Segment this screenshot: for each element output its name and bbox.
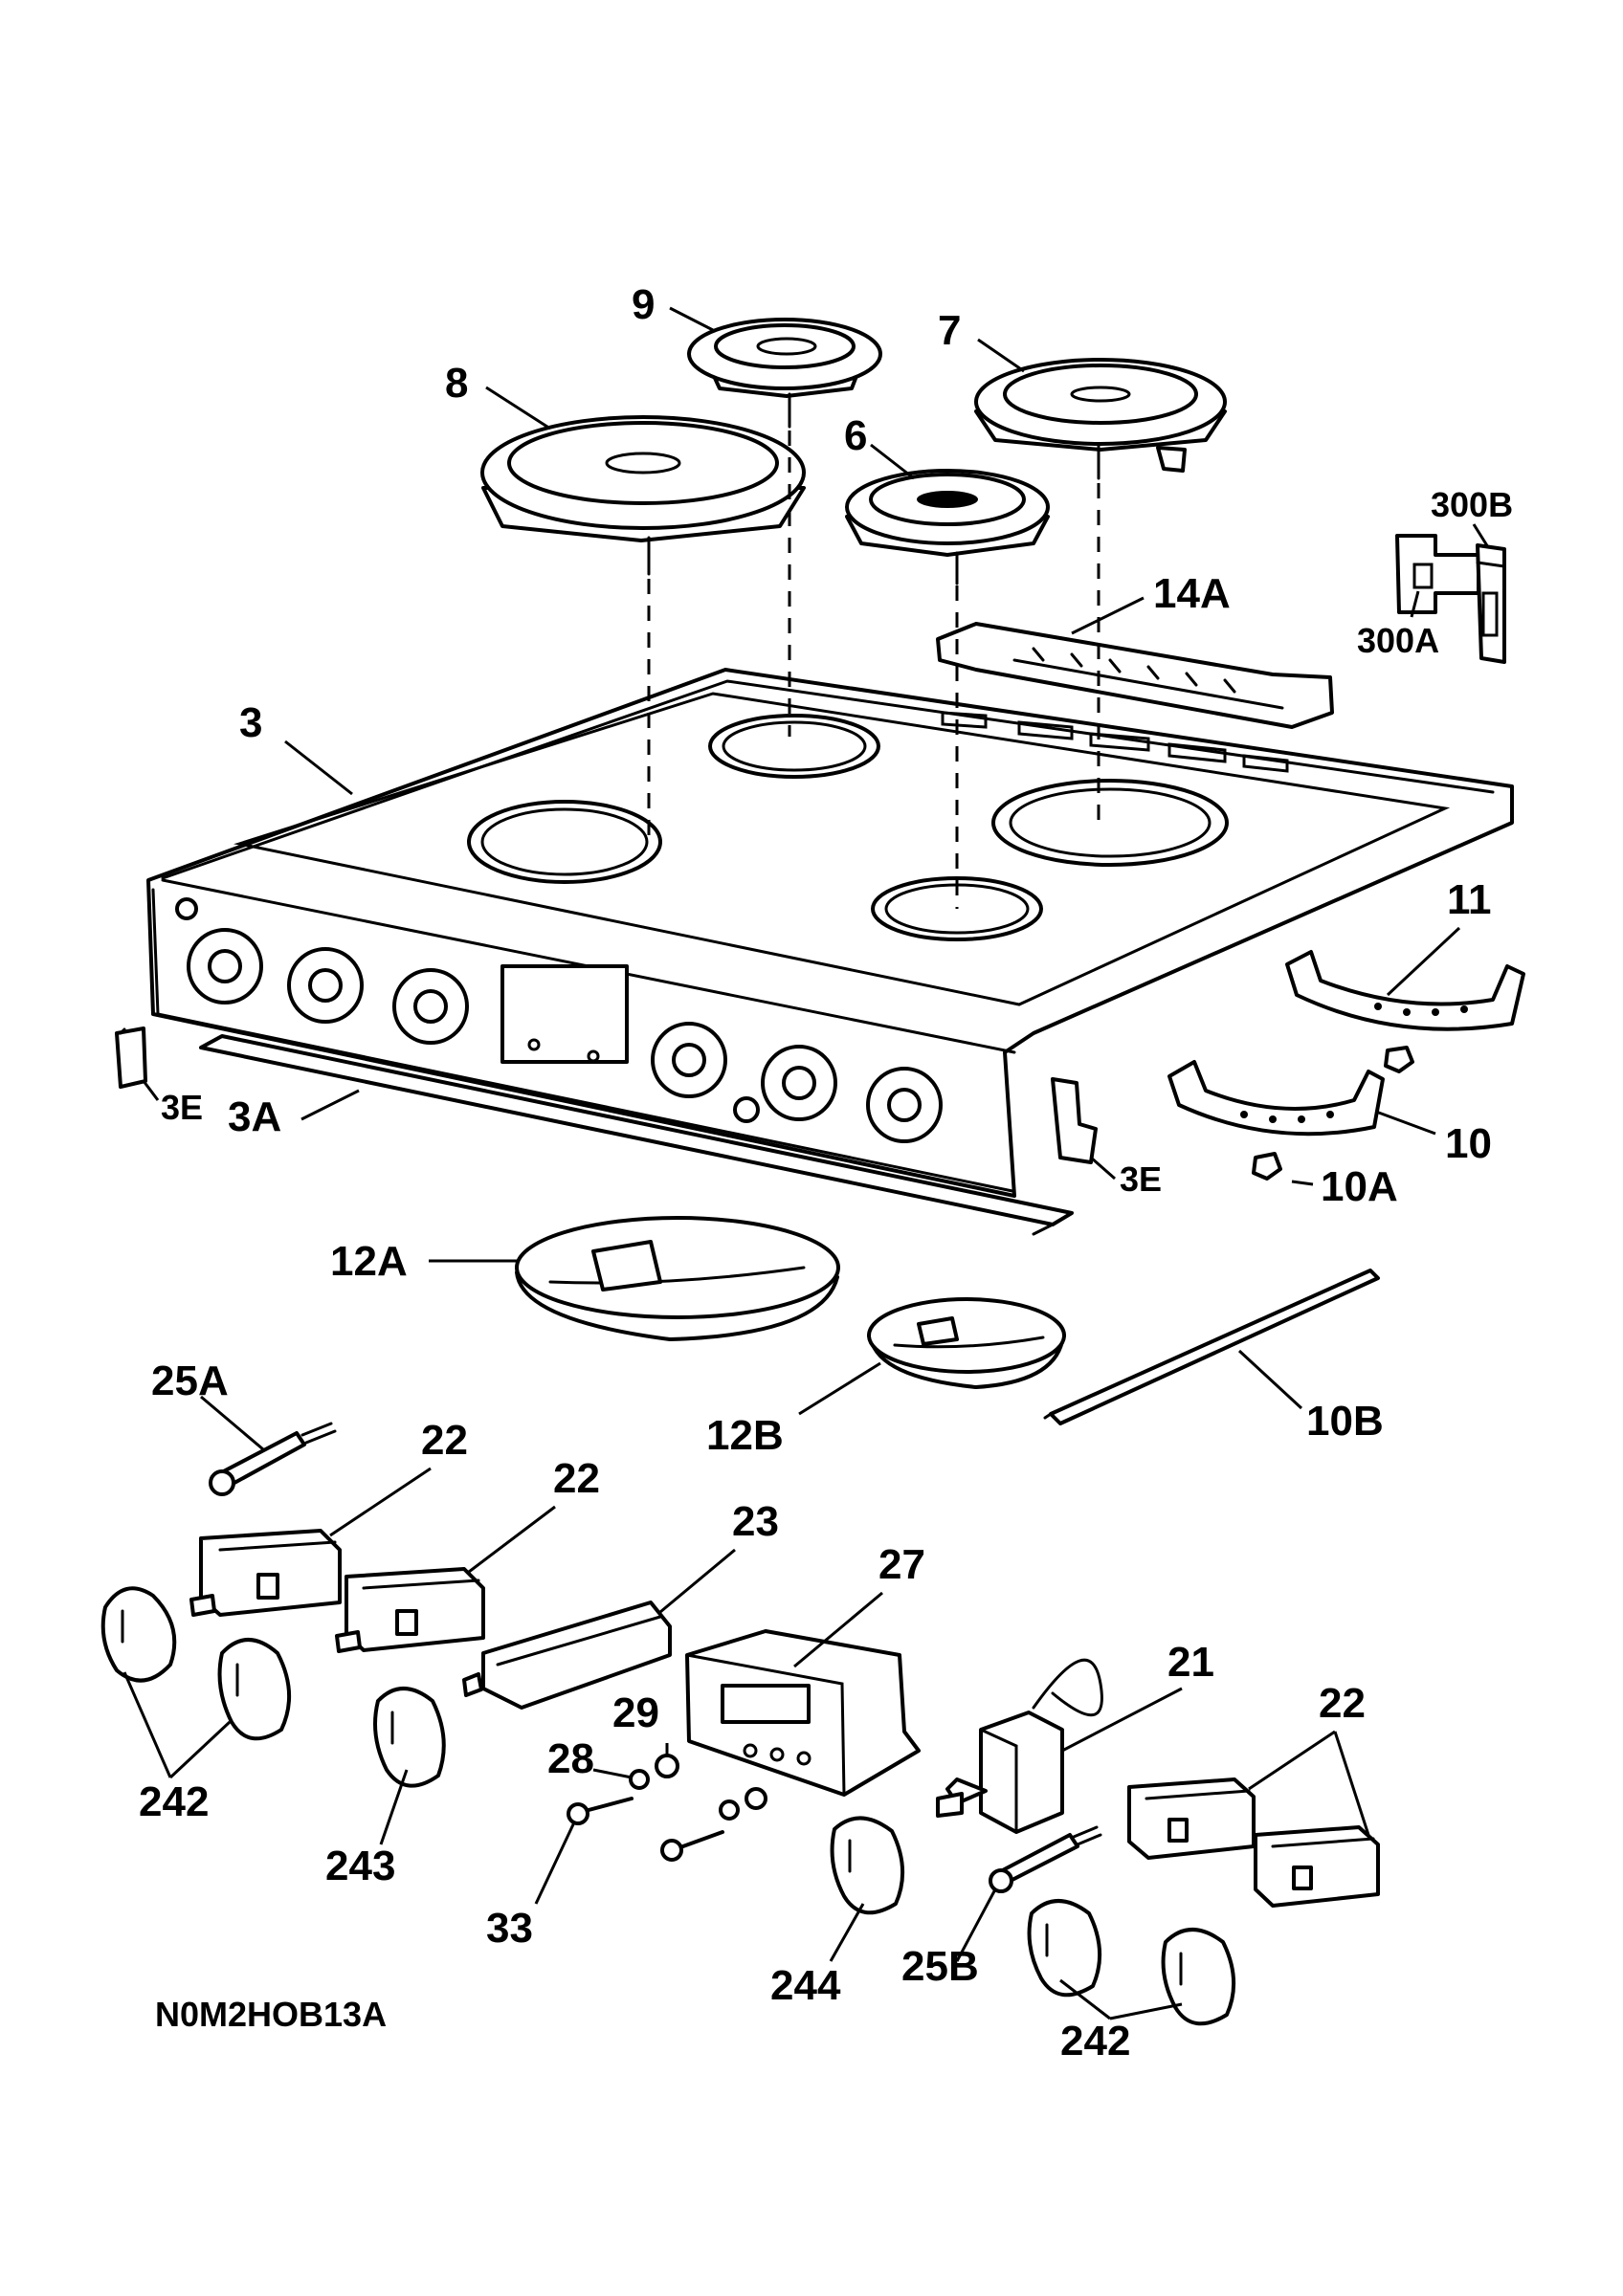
- bracket-10: [1167, 1060, 1385, 1181]
- screw-33: [567, 1797, 724, 1862]
- regulator-21: [936, 1658, 1103, 1834]
- knob-242-right-a: [1027, 1899, 1102, 1998]
- knob-242-right-b: [1161, 1928, 1236, 2026]
- bracket-300b: [1476, 543, 1506, 664]
- hotplate-9: [687, 318, 882, 429]
- strip-10b: [1043, 1269, 1380, 1425]
- alignment-lines: [647, 430, 1101, 909]
- label-33: 33: [486, 1905, 533, 1952]
- bracket-11: [1285, 950, 1525, 1073]
- label-3e-left: 3E: [161, 1088, 203, 1127]
- hotplate-6: [845, 469, 1050, 585]
- label-12b: 12B: [706, 1412, 784, 1459]
- bracket-300a: [1395, 534, 1480, 614]
- label-11: 11: [1447, 876, 1492, 923]
- lamp-25b: [989, 1825, 1102, 1893]
- switch-22-left-a: [189, 1529, 342, 1617]
- label-3a: 3A: [228, 1093, 281, 1140]
- label-29: 29: [612, 1689, 659, 1736]
- label-14a: 14A: [1153, 570, 1231, 617]
- label-7: 7: [938, 307, 961, 354]
- spacer-28: [629, 1769, 740, 1821]
- timer-27: [685, 1629, 921, 1797]
- label-300b: 300B: [1431, 485, 1513, 524]
- leader-lines: [122, 306, 1490, 2020]
- knob-244: [830, 1816, 905, 1915]
- clip-3e-right: [1051, 1077, 1098, 1164]
- label-10b: 10B: [1306, 1398, 1384, 1445]
- hob-top-3: [146, 668, 1514, 1198]
- label-25b: 25B: [901, 1943, 979, 1990]
- label-243: 243: [325, 1843, 395, 1889]
- label-12a: 12A: [330, 1238, 408, 1285]
- label-23: 23: [732, 1498, 779, 1545]
- drip-bowl-12a: [515, 1216, 840, 1341]
- part-labels: 9 7 8 6 300B 14A 300A 3 11 3E 3A 10 3E 1…: [139, 281, 1513, 2064]
- lamp-25a: [209, 1422, 337, 1496]
- label-242-left: 242: [139, 1778, 209, 1825]
- label-300a: 300A: [1357, 621, 1439, 660]
- switch-22-right-b: [1254, 1825, 1380, 1908]
- switch-22-left-b: [335, 1567, 485, 1653]
- label-244: 244: [770, 1962, 841, 2009]
- switch-22-right-a: [1127, 1777, 1256, 1860]
- label-10: 10: [1445, 1120, 1492, 1167]
- label-3e-right: 3E: [1120, 1159, 1162, 1199]
- label-22-b: 22: [553, 1455, 600, 1502]
- drip-bowl-12b: [867, 1297, 1066, 1389]
- label-25a: 25A: [151, 1358, 229, 1404]
- clip-3e-left: [115, 1027, 147, 1089]
- label-22-c: 22: [1319, 1680, 1366, 1727]
- knob-242-left-a: [100, 1586, 177, 1683]
- label-21: 21: [1167, 1639, 1214, 1686]
- label-242-right: 242: [1060, 2018, 1130, 2064]
- label-22-a: 22: [421, 1417, 468, 1464]
- strip-3a: [199, 1034, 1074, 1236]
- knob-243: [373, 1687, 446, 1788]
- hotplate-8: [480, 415, 806, 576]
- drawing-code: N0M2HOB13A: [155, 1995, 387, 2034]
- label-28: 28: [547, 1735, 594, 1782]
- label-27: 27: [878, 1541, 925, 1588]
- label-6: 6: [844, 412, 867, 459]
- label-10a: 10A: [1321, 1163, 1398, 1210]
- label-9: 9: [632, 281, 655, 328]
- hotplate-7: [974, 358, 1227, 480]
- thermostat-23: [462, 1601, 672, 1710]
- rail-14a: [936, 622, 1334, 729]
- knob-242-left-b: [217, 1638, 292, 1741]
- label-8: 8: [445, 360, 468, 407]
- label-3: 3: [239, 699, 262, 746]
